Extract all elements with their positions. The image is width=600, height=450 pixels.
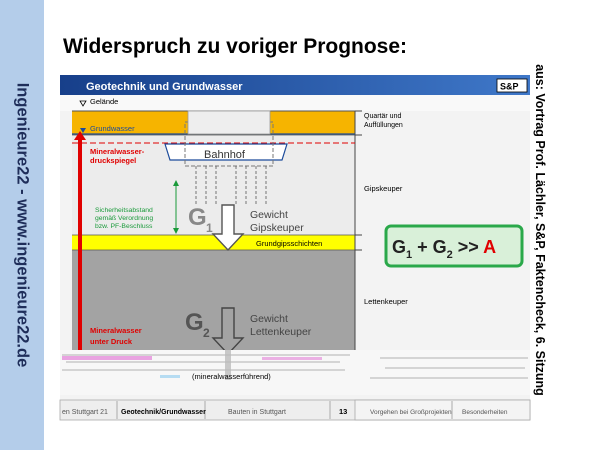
station-excavation	[187, 110, 271, 135]
g1-letter: G	[188, 204, 207, 231]
mineral-label-2: druckspiegel	[90, 156, 136, 165]
mineral-label-1: Mineralwasser-	[90, 147, 145, 156]
safety-line-1: Sicherheitsabstand	[95, 207, 153, 214]
footer-tab-3: Bauten in Stuttgart	[228, 409, 286, 416]
footer-tab-1: en Stuttgart 21	[62, 409, 108, 416]
formula-a: A	[483, 237, 496, 257]
formula-g2: G	[433, 237, 447, 257]
g1-sub: 1	[206, 221, 213, 235]
footer-tab-2: Geotechnik/Grundwasser	[121, 409, 206, 416]
noise-lines	[62, 354, 528, 379]
grundwasser-marker	[80, 128, 86, 133]
formula-g1: G	[392, 237, 406, 257]
mw-label-1: Mineralwasser	[90, 326, 142, 335]
footer-right-tab-2: Besonderheiten	[462, 409, 508, 416]
pressure-bar	[78, 134, 82, 352]
g2-sub: 2	[203, 326, 210, 340]
sky-area	[60, 95, 530, 111]
foundation-piles	[195, 166, 267, 205]
g2-letter: G	[185, 309, 204, 336]
formula: G1 + G2 >> A	[392, 237, 496, 261]
g2-arrow	[211, 307, 245, 356]
lettenkeuper-layer	[72, 250, 355, 350]
g2-text-2: Lettenkeuper	[250, 326, 312, 338]
legend-lettenkeuper: Lettenkeuper	[364, 297, 408, 306]
panel-header	[60, 75, 530, 95]
sp-logo	[496, 78, 528, 93]
sp-logo-text: S&P	[500, 82, 519, 92]
footer-page: 13	[339, 407, 347, 416]
gelaende-label: Gelände	[90, 97, 118, 106]
gelaende-marker	[79, 100, 87, 107]
formula-plus: +	[412, 237, 433, 257]
mineral-fuehrend-label: (mineralwasserführend)	[192, 372, 271, 381]
grundgips-label: Grundgipsschichten	[256, 239, 322, 248]
formula-sub1: 1	[406, 249, 412, 261]
station-pit	[164, 143, 288, 161]
safety-line-2: gemäß Verordnung	[95, 215, 153, 222]
formula-gt: >>	[453, 237, 483, 257]
g1-text-2: Gipskeuper	[250, 222, 304, 234]
g1-text-1: Gewicht	[250, 209, 288, 221]
grundwasser-label: Grundwasser	[90, 124, 135, 133]
legend-gipskeuper: Gipskeuper	[364, 184, 403, 193]
safety-line-3: bzw. PF-Beschluss	[95, 223, 153, 230]
legend-quartaer-1: Quartär und	[364, 113, 401, 120]
formula-box	[384, 224, 524, 268]
panel-header-text: Geotechnik und Grundwasser	[86, 81, 243, 93]
g2-text-1: Gewicht	[250, 313, 288, 325]
formula-sub2: 2	[447, 249, 453, 261]
legend-quartaer-2: Auffüllungen	[364, 122, 403, 129]
slide-title: Widerspruch zu voriger Prognose:	[63, 35, 408, 58]
grundgips-layer	[72, 235, 355, 250]
bahnhof-label: Bahnhof	[204, 149, 246, 161]
side-bar: Ingenieure22 - www.ingenieure22.de	[0, 0, 44, 450]
footer-right-tab-1: Vorgehen bei Großprojekten	[370, 409, 452, 416]
g1-arrow	[211, 204, 245, 252]
mw-label-2: unter Druck	[90, 337, 133, 346]
